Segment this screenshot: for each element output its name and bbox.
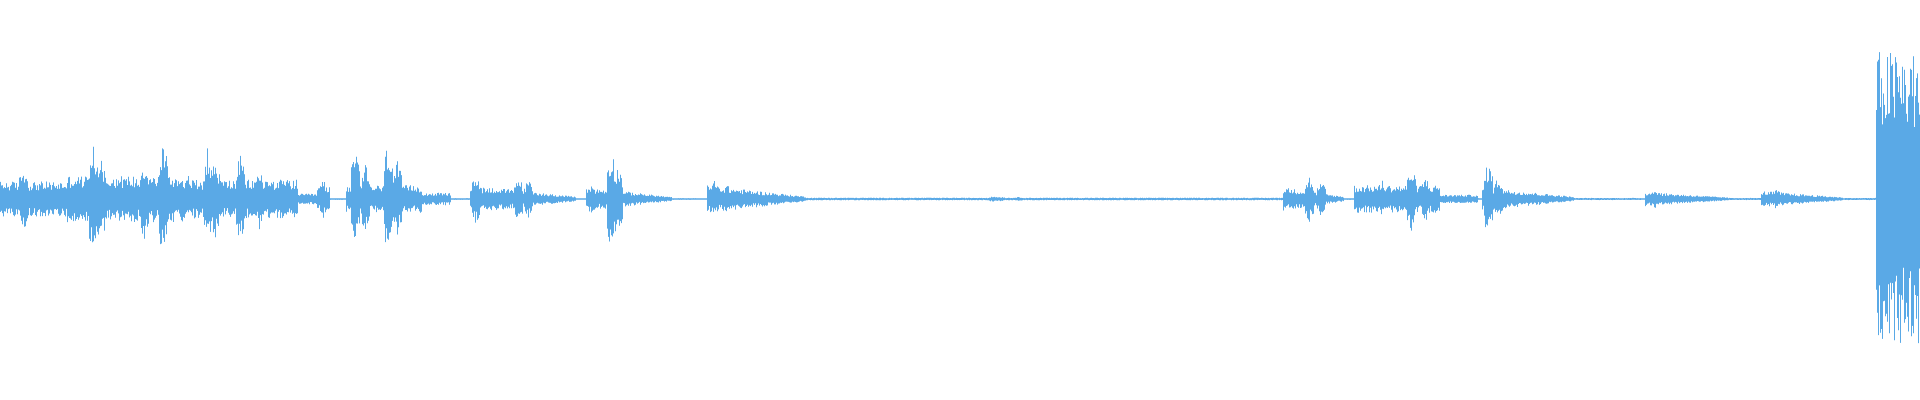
waveform-trace — [0, 52, 1920, 344]
